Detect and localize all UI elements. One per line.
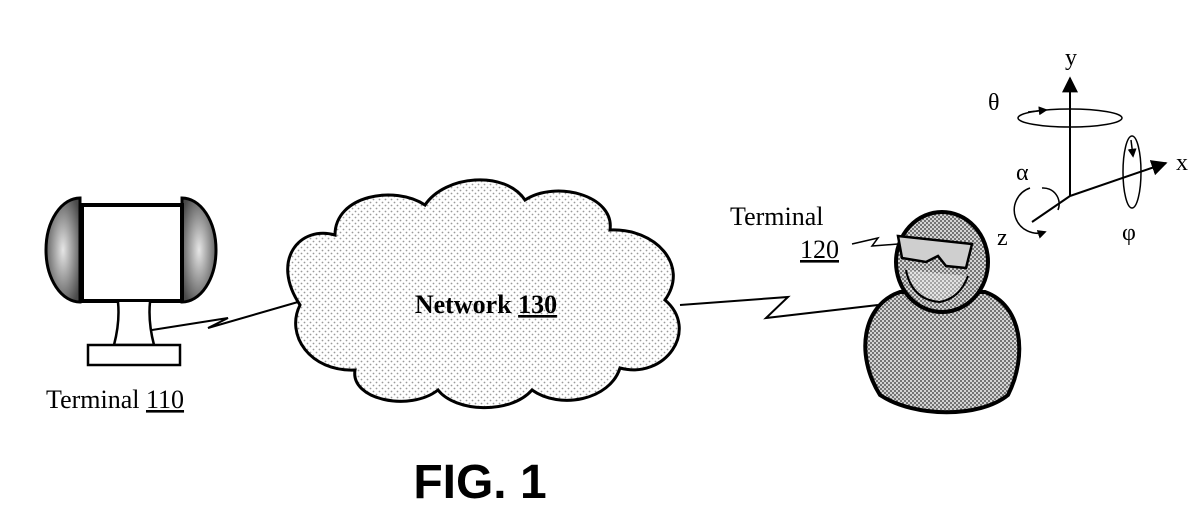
alpha-rotation-arc [1013,187,1047,239]
device-body [80,203,184,303]
alpha-rotation-arc-back [1041,187,1060,211]
theta-label: θ [988,90,1000,116]
person-body [863,290,1022,415]
terminal-120-number: 120 [800,235,839,264]
z-axis [1031,195,1071,223]
device-stand [112,301,156,347]
terminal-110-device [44,196,218,367]
hmd-glasses [896,234,974,270]
right-earcup [180,196,218,304]
wireless-link-120 [679,295,879,320]
phi-rotation-ring [1122,135,1142,209]
terminal-120-user [863,210,1022,415]
left-earcup [44,196,82,304]
terminal-120-label: Terminal [730,202,823,231]
network-label: Network 130 [415,290,557,319]
z-axis-label: z [997,225,1008,251]
wireless-link-110 [151,301,299,331]
coordinate-axes: y x z θ α φ [988,45,1188,251]
terminal-110-label: Terminal 110 [46,385,184,414]
person-face [905,269,969,304]
phi-arrow [1127,139,1137,158]
phi-label: φ [1122,220,1136,246]
network-cloud [286,178,681,410]
theta-rotation-ring [1017,108,1123,128]
device-base [86,343,182,367]
figure-label: FIG. 1 [413,456,546,508]
alpha-label: α [1016,160,1029,186]
x-axis-label: x [1176,150,1188,176]
y-axis-label: y [1065,45,1077,71]
x-axis [1069,160,1168,197]
terminal-120-leader [851,236,899,247]
theta-arrow [1027,106,1048,116]
